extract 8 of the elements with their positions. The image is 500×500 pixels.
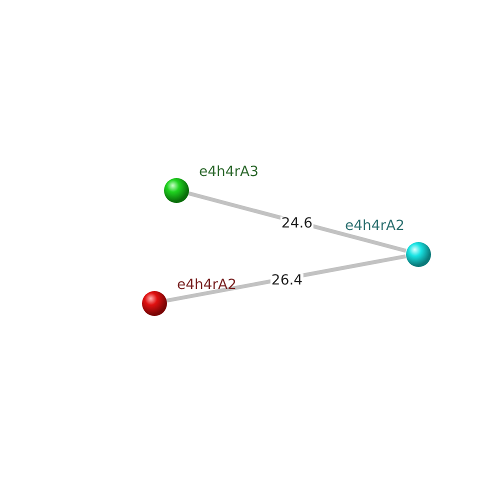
sphere [164,178,188,202]
sphere [406,242,430,266]
edge-label: 24.6 [280,216,314,232]
sphere [142,290,166,316]
node-label: e4h4rA3 [199,164,259,180]
node-label: e4h4rA2 [345,218,405,234]
node-label: e4h4rA2 [177,277,237,293]
edge-label: 26.4 [270,273,304,288]
